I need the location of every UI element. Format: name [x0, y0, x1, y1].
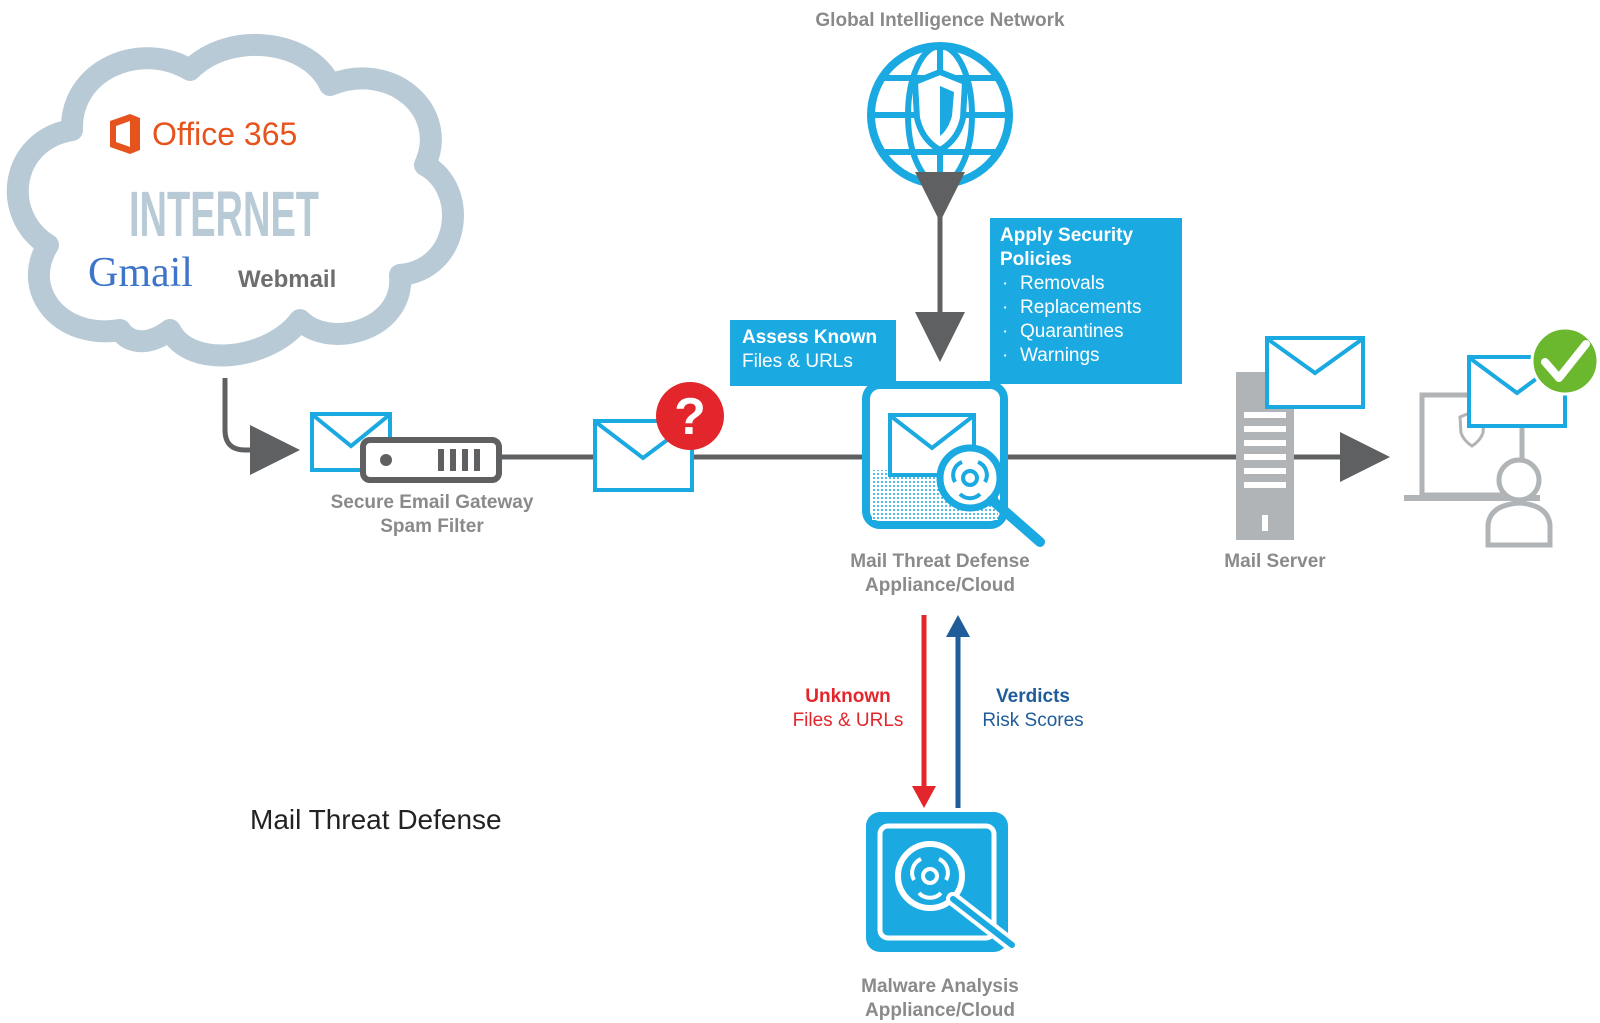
webmail-label: Webmail — [238, 266, 336, 293]
mail-server-envelope-icon — [1265, 336, 1365, 409]
mtd-label-line1: Mail Threat Defense — [850, 551, 1030, 572]
question-badge-icon: ? — [656, 382, 724, 450]
mail-server-label: Mail Server — [1224, 551, 1326, 572]
verdicts-arrow — [946, 615, 970, 808]
assess-known-title: Assess Known — [742, 327, 878, 348]
policy-item-label: Warnings — [1020, 345, 1100, 366]
gmail-label: Gmail — [88, 250, 193, 296]
office365-icon — [110, 114, 140, 154]
policy-bullet: · — [1002, 297, 1009, 318]
policies-title-line2: Policies — [1000, 249, 1072, 270]
gateway-label-line1: Secure Email Gateway — [330, 492, 534, 513]
security-policies-box: Apply Security Policies · Removals · Repla… — [990, 218, 1182, 384]
verdicts-flow-title: Verdicts — [996, 686, 1070, 707]
malware-label-line2: Appliance/Cloud — [865, 1000, 1015, 1021]
assess-known-subtitle: Files & URLs — [742, 351, 853, 372]
verdicts-flow-subtitle: Risk Scores — [982, 710, 1084, 731]
user-avatar-icon — [1485, 457, 1553, 548]
office365-label: Office 365 — [152, 116, 297, 152]
unknown-flow-title: Unknown — [805, 686, 891, 707]
gmail-logo: Gmail — [88, 250, 193, 296]
policy-bullet: · — [1002, 321, 1009, 342]
policy-item: · Replacements — [1000, 296, 1182, 320]
malware-analysis-icon — [866, 812, 1019, 952]
unknown-flow-subtitle: Files & URLs — [792, 710, 904, 731]
globe-shield-icon — [867, 42, 1013, 188]
assess-known-box: Assess Known Files & URLs — [730, 320, 896, 386]
policy-item: · Removals — [1000, 272, 1182, 296]
malware-label-line1: Malware Analysis — [861, 976, 1019, 997]
diagram-caption: Mail Threat Defense — [250, 804, 502, 835]
mtd-label-line2: Appliance/Cloud — [865, 575, 1015, 596]
unknown-files-arrow — [912, 615, 936, 808]
mtd-magnifier-biohazard-icon — [936, 444, 1045, 547]
global-network-label: Global Intelligence Network — [815, 10, 1065, 31]
gateway-appliance-icon — [360, 437, 502, 483]
checkmark-badge-icon — [1530, 326, 1600, 396]
question-badge-text: ? — [674, 388, 706, 446]
policies-title-line1: Apply Security — [1000, 225, 1134, 246]
internet-cloud — [6, 33, 464, 367]
policy-item-label: Quarantines — [1020, 321, 1124, 342]
cloud-to-gateway-arrow — [222, 378, 300, 475]
policy-item: · Quarantines — [1000, 320, 1182, 344]
policy-bullet: · — [1002, 345, 1009, 366]
internet-label: INTERNET — [129, 178, 319, 250]
gateway-label-line2: Spam Filter — [380, 516, 484, 537]
policy-item-label: Replacements — [1020, 297, 1142, 318]
policy-item-label: Removals — [1020, 273, 1105, 294]
policy-item: · Warnings — [1000, 344, 1182, 368]
policy-bullet: · — [1002, 273, 1009, 294]
